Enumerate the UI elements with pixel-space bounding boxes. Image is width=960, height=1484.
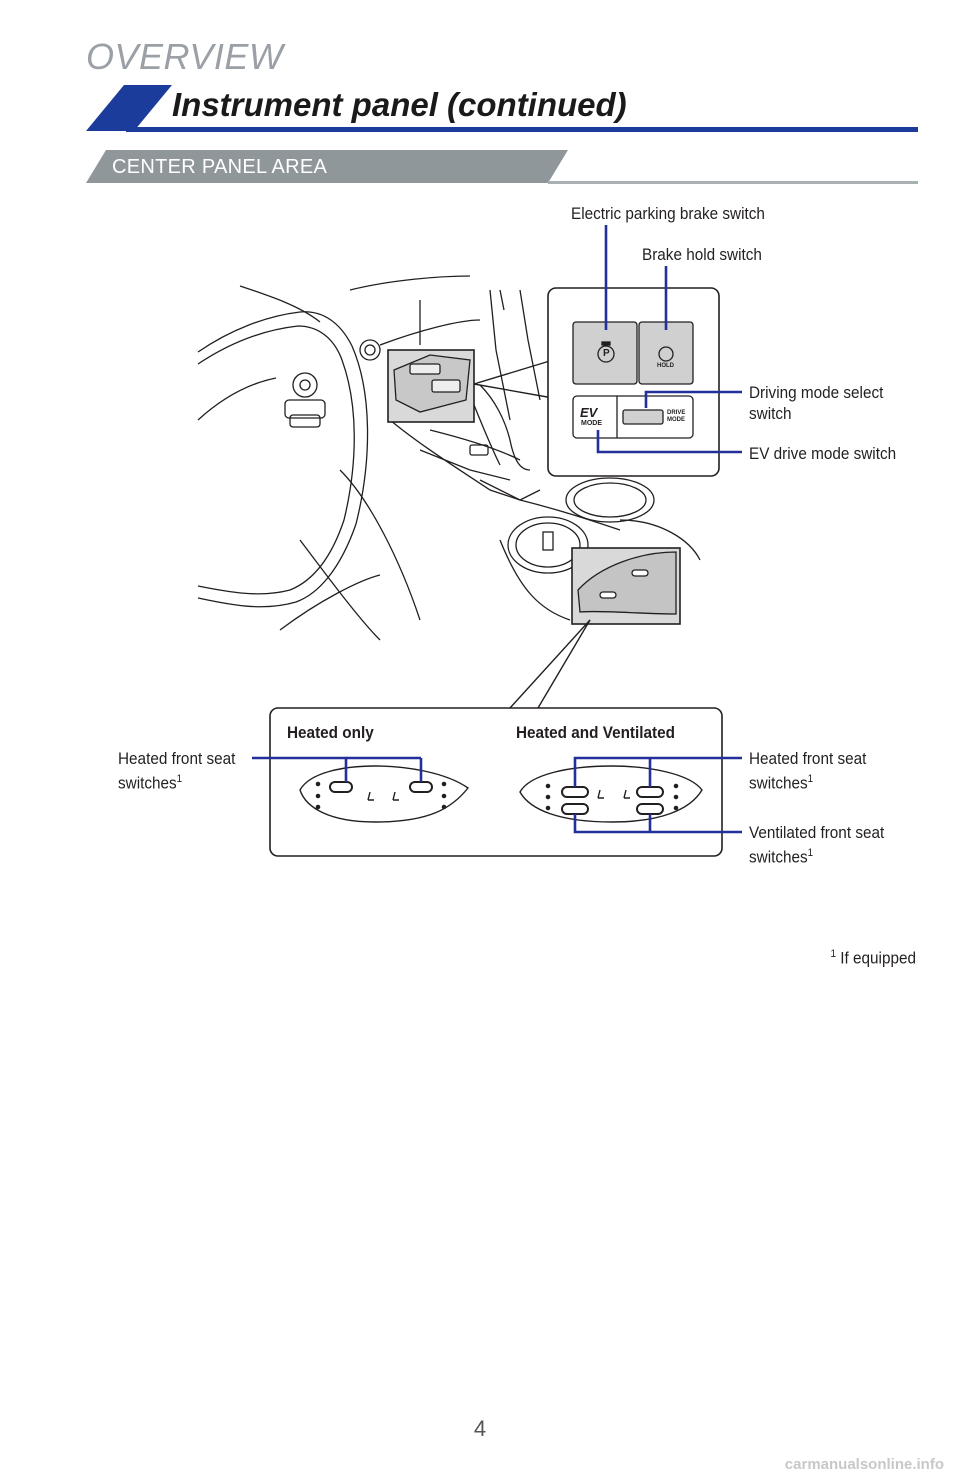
center-panel-illustration [197,275,720,709]
callout-ventilated-seat: Ventilated front seat switches1 [749,822,884,868]
callout-heated-seat-right: Heated front seat switches1 [749,748,866,794]
callout-driving-mode-line1: Driving mode select [749,383,884,402]
callout-lines [252,225,742,834]
park-switch-label: P [603,348,610,359]
watermark: carmanualsonline.info [784,1456,944,1473]
callout-driving-mode-line2: switch [749,404,792,423]
heated-only-heading: Heated only [287,723,374,742]
callout-vent-line2: switches [749,847,808,867]
callout-vent-line1: Ventilated front seat [749,823,885,842]
hold-switch-label: HOLD [657,363,674,369]
drive-switch-label: DRIVE [667,410,686,416]
drive-mode-switch-label: MODE [667,417,685,423]
footnote-ref: 1 [807,847,814,859]
callout-electric-parking-brake: Electric parking brake switch [571,204,765,223]
subsection-bar [86,150,918,184]
footnote-ref: 1 [807,773,814,785]
footnote: 1 If equipped [831,944,917,969]
page-title: Instrument panel (continued) [172,86,627,123]
callout-brake-hold: Brake hold switch [642,245,762,264]
footnote-ref: 1 [176,773,183,785]
subsection-title: CENTER PANEL AREA [112,156,328,178]
callout-ev-drive-mode: EV drive mode switch [749,444,897,463]
ev-switch-label: EV [580,405,598,420]
footnote-text: If equipped [840,948,916,968]
footnote-marker: 1 [830,948,837,960]
section-heading: OVERVIEW [86,36,284,77]
callout-heated-right-line1: Heated front seat [749,749,867,768]
callout-heated-left-line1: Heated front seat [118,749,236,768]
ev-switch-mode-label: MODE [581,420,602,427]
steering-wheel [197,285,369,608]
page-number: 4 [473,1416,487,1441]
callout-heated-left-line2: switches [118,773,177,793]
callout-heated-seat-left: Heated front seat switches1 [118,748,235,794]
heated-ventilated-heading: Heated and Ventilated [516,723,676,742]
callout-driving-mode: Driving mode select switch [749,382,883,424]
callout-heated-right-line2: switches [749,773,808,793]
title-bar-graphic [86,85,918,132]
